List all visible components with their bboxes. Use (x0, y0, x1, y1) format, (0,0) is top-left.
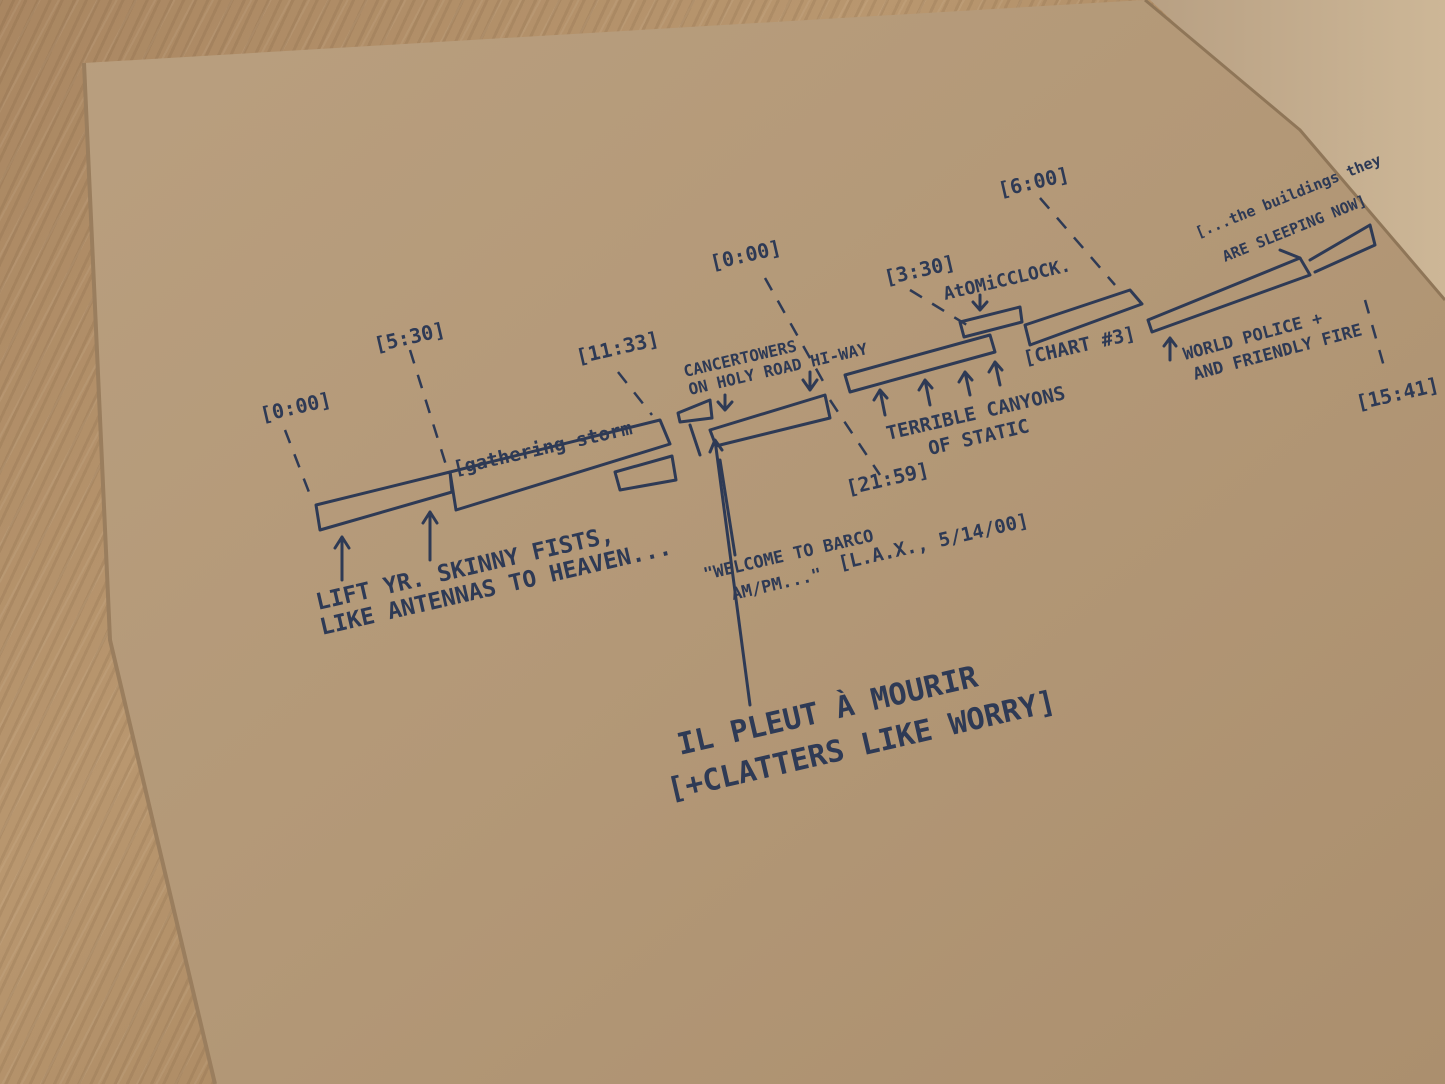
arrow-down-cancer (801, 370, 819, 392)
arrow-up-terrible-1 (872, 388, 889, 417)
arrow-down-atomic (971, 293, 989, 312)
dashed-marker-3 (617, 371, 653, 416)
dashed-marker-1 (283, 429, 314, 501)
spine-fold-line (1144, 0, 1445, 301)
dashed-marker-5 (909, 288, 976, 332)
timeline-bar-3 (613, 454, 678, 492)
timeline-bar-7 (958, 305, 1024, 339)
timeline-bar-8 (1023, 288, 1144, 347)
arrow-long-pleut (708, 438, 752, 707)
arrow-welcome (718, 458, 737, 557)
arrow-up-1 (333, 535, 351, 582)
arrow-up-terrible-4 (987, 360, 1004, 387)
dashed-marker-2 (408, 349, 448, 466)
timeline-bar-4 (676, 398, 714, 424)
timeline-bar-10 (1308, 223, 1377, 274)
timeline-drawing (283, 197, 1387, 707)
arrow-small (688, 423, 702, 457)
timeline-bar-2 (448, 418, 672, 512)
dashed-marker-6 (1039, 197, 1116, 286)
arrow-buildings (1278, 248, 1302, 260)
arrow-down-cancer-2 (716, 393, 734, 412)
timeline-bar-6 (843, 333, 997, 394)
dashed-marker-4 (763, 277, 830, 391)
gatefold-left-panel (84, 0, 1445, 1084)
dashed-marker-8 (1363, 299, 1387, 371)
timeline-bar-9 (1146, 256, 1312, 334)
arrow-up-2 (421, 510, 439, 562)
gatefold-right-panel (1150, 0, 1445, 300)
arrow-up-terrible-2 (917, 378, 934, 407)
arrow-up-terrible-3 (957, 370, 974, 397)
sleeve-edge (82, 62, 217, 1084)
arrow-up-world (1162, 336, 1178, 362)
